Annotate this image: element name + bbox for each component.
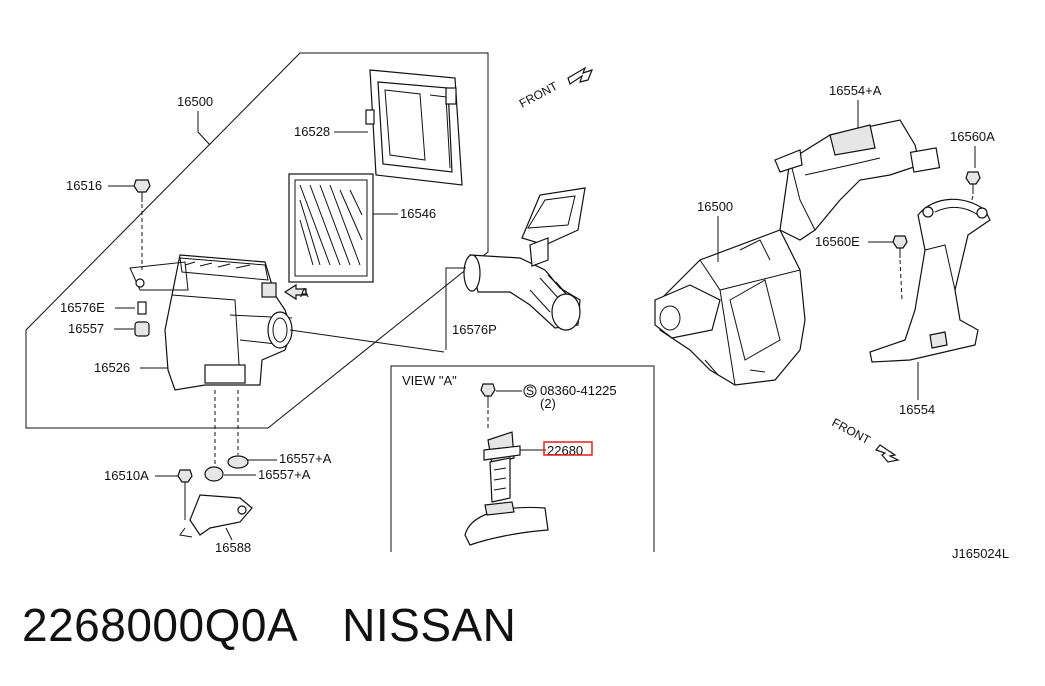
grommet-16576E [137,301,147,315]
caption: 2268000Q0A NISSAN [22,598,516,652]
label-16554: 16554 [899,402,935,417]
air-cleaner-case [129,254,293,391]
label-16528: 16528 [294,124,330,139]
screw-symbol: S [526,384,534,398]
label-16557A-2: 16557+A [258,467,311,482]
label-16557: 16557 [68,321,104,336]
label-16554A: 16554+A [829,83,882,98]
label-16546: 16546 [400,206,436,221]
bolt-16510A [177,469,193,520]
highlight-22680 [543,441,593,456]
duct-16554 [869,198,991,363]
label-screw-code: 08360-41225 [540,383,617,398]
label-16516: 16516 [66,178,102,193]
grommet-16557A-lower [204,466,224,482]
bolt-16516 [133,179,151,202]
caption-brand: NISSAN [342,599,517,651]
label-16500-left: 16500 [177,94,213,109]
grommet-16557A-upper [227,455,249,469]
label-16576E: 16576E [60,300,105,315]
front-arrow-top [567,66,594,85]
air-flow-sensor-22680 [483,431,521,503]
air-cleaner-cover [365,69,463,186]
label-16588: 16588 [215,540,251,555]
bolt-16560E [892,235,908,258]
label-view-a-title: VIEW "A" [402,373,457,388]
label-view-a-arrow: A [300,285,309,300]
filter-element [288,173,374,283]
sensor-mount [464,501,549,546]
label-16500-right: 16500 [697,199,733,214]
grommet-16557 [134,321,150,337]
label-16576P: 16576P [452,322,497,337]
label-front-bottom: FRONT [830,415,874,447]
label-16526: 16526 [94,360,130,375]
view-a-box [390,365,655,552]
label-front-top: FRONT [517,79,561,111]
label-16560A: 16560A [950,129,995,144]
label-drawing-id: J165024L [952,546,1009,561]
label-16560E: 16560E [815,234,860,249]
bolt-16560A [965,171,981,194]
caption-part-number: 2268000Q0A [22,599,299,651]
label-16510A: 16510A [104,468,149,483]
front-arrow-bottom [874,444,900,463]
bracket-16588 [179,494,253,538]
air-duct-16576P [463,187,586,331]
right-air-cleaner-assembly [654,119,941,386]
assembly-frame [25,52,489,429]
label-16557A-1: 16557+A [279,451,332,466]
screw-08360 [480,383,496,408]
label-screw-qty: (2) [540,396,556,411]
